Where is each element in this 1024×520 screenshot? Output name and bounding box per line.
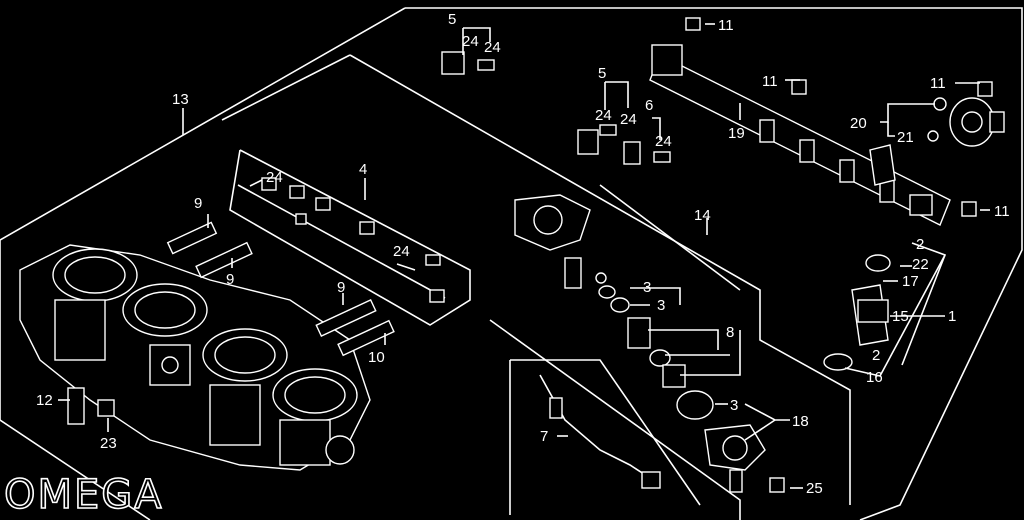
injector-illustration bbox=[823, 254, 891, 371]
callout-14: 14 bbox=[694, 207, 711, 224]
callout-11-right: 11 bbox=[930, 75, 946, 92]
callout-25: 25 bbox=[806, 480, 823, 497]
callout-12: 12 bbox=[36, 392, 53, 409]
callout-11-lower: 11 bbox=[994, 203, 1010, 220]
valve-stack-illustration bbox=[514, 194, 766, 471]
callout-17: 17 bbox=[902, 273, 919, 290]
callout-11-top: 11 bbox=[718, 17, 734, 34]
leader-lines bbox=[58, 23, 990, 489]
callout-24-shaft: 24 bbox=[266, 169, 283, 186]
callout-9-left: 9 bbox=[226, 271, 234, 288]
callout-10: 10 bbox=[368, 349, 385, 366]
callout-2-upper: 2 bbox=[916, 236, 924, 253]
callout-8: 8 bbox=[726, 324, 734, 341]
shaft-illustration bbox=[237, 177, 446, 303]
callout-3-b: 3 bbox=[657, 297, 665, 314]
callout-15: 15 bbox=[892, 308, 909, 325]
callout-21: 21 bbox=[897, 129, 914, 146]
callout-23: 23 bbox=[100, 435, 117, 452]
callout-7: 7 bbox=[540, 428, 548, 445]
throttle-body-illustration bbox=[19, 244, 371, 471]
callout-24-mid-c: 24 bbox=[655, 133, 672, 150]
callout-3-a: 3 bbox=[643, 279, 651, 296]
callout-20: 20 bbox=[850, 115, 867, 132]
watermark-logo: OMEGA bbox=[4, 472, 164, 518]
assembly-outlines bbox=[0, 7, 1023, 520]
callout-2-lower: 2 bbox=[872, 347, 880, 364]
callout-19: 19 bbox=[728, 125, 745, 142]
callout-24-mid-b: 24 bbox=[620, 111, 637, 128]
fuel-rail-illustration bbox=[649, 44, 951, 226]
callout-24-upper-b: 24 bbox=[484, 39, 501, 56]
cable-illustration bbox=[539, 374, 661, 489]
callout-11-mid: 11 bbox=[762, 73, 778, 90]
callout-labels: 5 24 24 11 11 11 11 13 5 24 24 6 24 19 2… bbox=[36, 11, 1010, 497]
callout-4: 4 bbox=[359, 161, 367, 178]
callout-18: 18 bbox=[792, 413, 809, 430]
fastener-illustrations bbox=[67, 17, 993, 493]
callout-22: 22 bbox=[912, 256, 929, 273]
callout-5-upper: 5 bbox=[448, 11, 456, 28]
callout-24-upper-a: 24 bbox=[462, 33, 479, 50]
callout-9-upper: 9 bbox=[194, 195, 202, 212]
callout-24-mid-a: 24 bbox=[595, 107, 612, 124]
callout-6: 6 bbox=[645, 97, 653, 114]
callout-13: 13 bbox=[172, 91, 189, 108]
callout-5-mid: 5 bbox=[598, 65, 606, 82]
callout-1: 1 bbox=[948, 308, 956, 325]
callout-9-lower: 9 bbox=[337, 279, 345, 296]
pressure-regulator-illustration bbox=[927, 97, 1005, 147]
callout-24-right-shaft: 24 bbox=[393, 243, 410, 260]
callout-16: 16 bbox=[866, 369, 883, 386]
callout-3-c: 3 bbox=[730, 397, 738, 414]
